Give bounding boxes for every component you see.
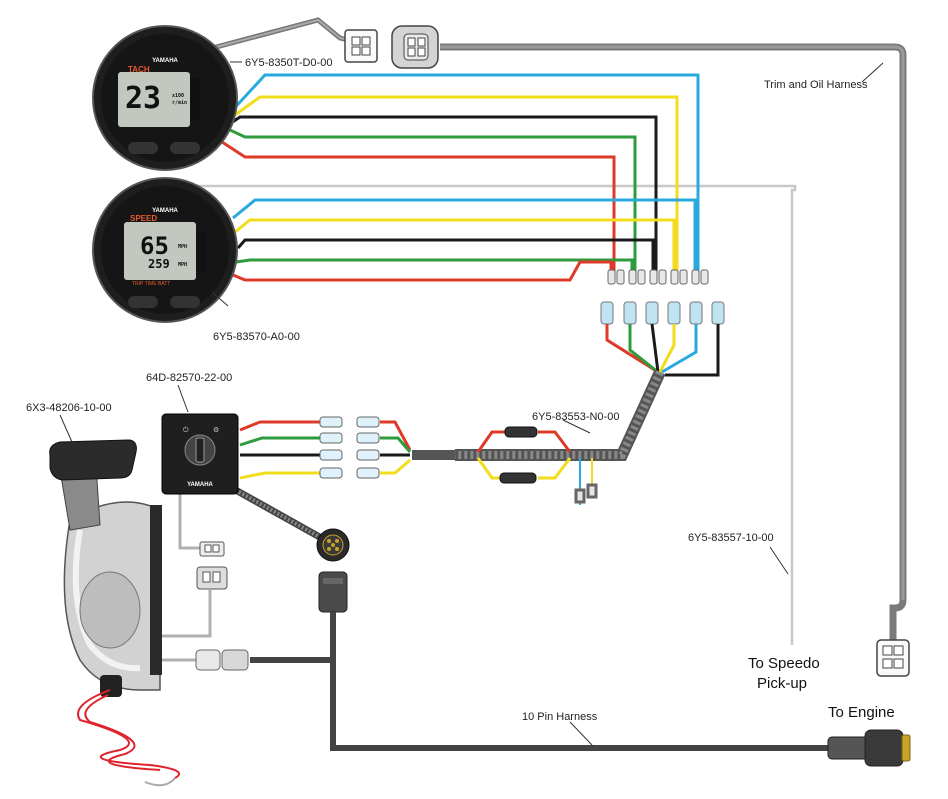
speedo-hose-part-label: 6Y5-83557-10-00 <box>688 532 774 544</box>
large-4pin-connector <box>391 25 439 69</box>
control-part-label: 6X3-48206-10-00 <box>26 402 112 414</box>
svg-text:⚙: ⚙ <box>213 426 219 434</box>
speed-label: SPEED <box>130 214 157 223</box>
small-4pin-connector <box>344 29 378 63</box>
speedometer-gauge: YAMAHA SPEED 65 MPH 259 MPH TRIP TIME BA… <box>92 177 238 323</box>
speedo-part-label: 6Y5-83570-A0-00 <box>213 331 300 343</box>
tach-reading: 23 <box>125 81 161 116</box>
switch-part-label: 64D-82570-22-00 <box>146 372 232 384</box>
to-speedo-label-2: Pick-up <box>757 675 807 692</box>
round-10pin-connector <box>316 528 350 613</box>
speedo-hose <box>160 184 797 645</box>
engine-connector <box>827 729 911 767</box>
ten-pin-harness <box>250 612 835 751</box>
tach-label: TACH <box>128 65 150 74</box>
junction-wires <box>605 323 720 377</box>
speed-sub-reading: 259 <box>148 257 170 271</box>
switch-brand: YAMAHA <box>187 482 213 488</box>
ten-pin-harness-label: 10 Pin Harness <box>522 711 598 723</box>
speed-footer: TRIP TIME BATT <box>132 281 170 287</box>
control-small-connectors <box>195 541 249 671</box>
speed-brand: YAMAHA <box>152 208 178 214</box>
to-speedo-label-1: To Speedo <box>748 655 820 672</box>
control-gray-leads <box>160 490 212 662</box>
main-switch-panel: ⏻ ⚙ YAMAHA <box>161 413 239 495</box>
tach-part-label: 6Y5-8350T-D0-00 <box>245 57 332 69</box>
remote-control-box <box>49 439 162 697</box>
bullet-connectors-row <box>607 269 709 285</box>
speed-unit-2: MPH <box>178 262 187 268</box>
svg-text:⏻: ⏻ <box>183 426 189 434</box>
tach-trim-lead <box>204 17 349 53</box>
wire-sleeves <box>600 301 725 325</box>
leader-lines <box>59 61 884 746</box>
trim-oil-harness-label: Trim and Oil Harness <box>764 79 868 91</box>
tachometer-gauge: YAMAHA TACH 23 x100 r/min <box>92 25 238 171</box>
switch-to-main-harness <box>230 484 327 544</box>
tach-wires <box>221 73 700 272</box>
switch-bullet-connectors <box>319 416 380 479</box>
trim-oil-harness <box>440 43 907 640</box>
harness-loops <box>476 426 598 505</box>
sub-harness-braided <box>412 369 666 461</box>
tach-unit-2: r/min <box>172 100 187 106</box>
trim-harness-engine-connector <box>876 639 910 677</box>
speed-unit-1: MPH <box>178 244 187 250</box>
to-engine-label: To Engine <box>828 704 895 721</box>
sub-harness-part-label: 6Y5-83553-N0-00 <box>532 411 619 423</box>
speed-reading: 65 <box>140 232 169 260</box>
tach-unit-1: x100 <box>172 93 184 99</box>
switch-wires <box>239 420 412 480</box>
tach-brand: YAMAHA <box>152 58 178 64</box>
lanyard-cord <box>77 689 181 787</box>
speedo-wires <box>225 198 697 282</box>
